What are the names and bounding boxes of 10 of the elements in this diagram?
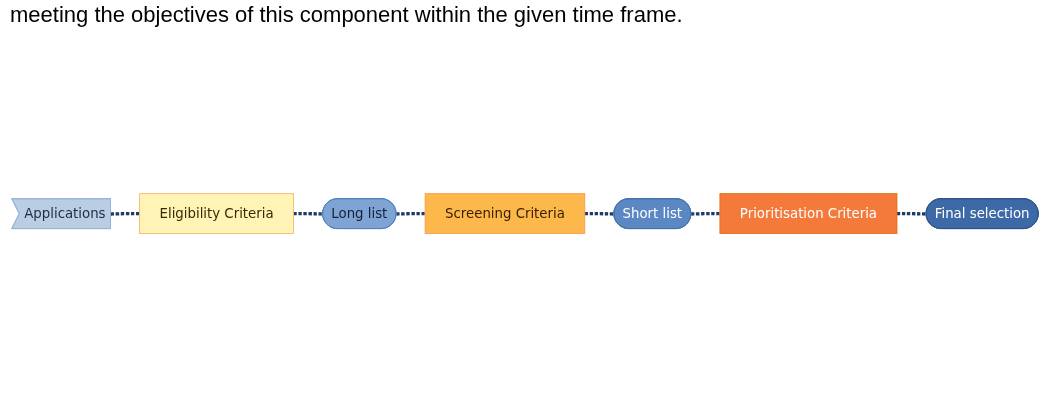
node-box: Eligibility Criteria	[139, 193, 294, 235]
connector	[396, 212, 426, 217]
node-box: Prioritisation Criteria	[719, 193, 898, 235]
node-box: Screening Criteria	[424, 193, 586, 235]
note-text: meeting the objectives of this component within the given time frame.	[10, 2, 684, 28]
connector	[293, 212, 324, 217]
connector	[584, 212, 615, 217]
connector	[110, 212, 140, 217]
connector	[897, 212, 927, 217]
connector	[691, 212, 720, 217]
